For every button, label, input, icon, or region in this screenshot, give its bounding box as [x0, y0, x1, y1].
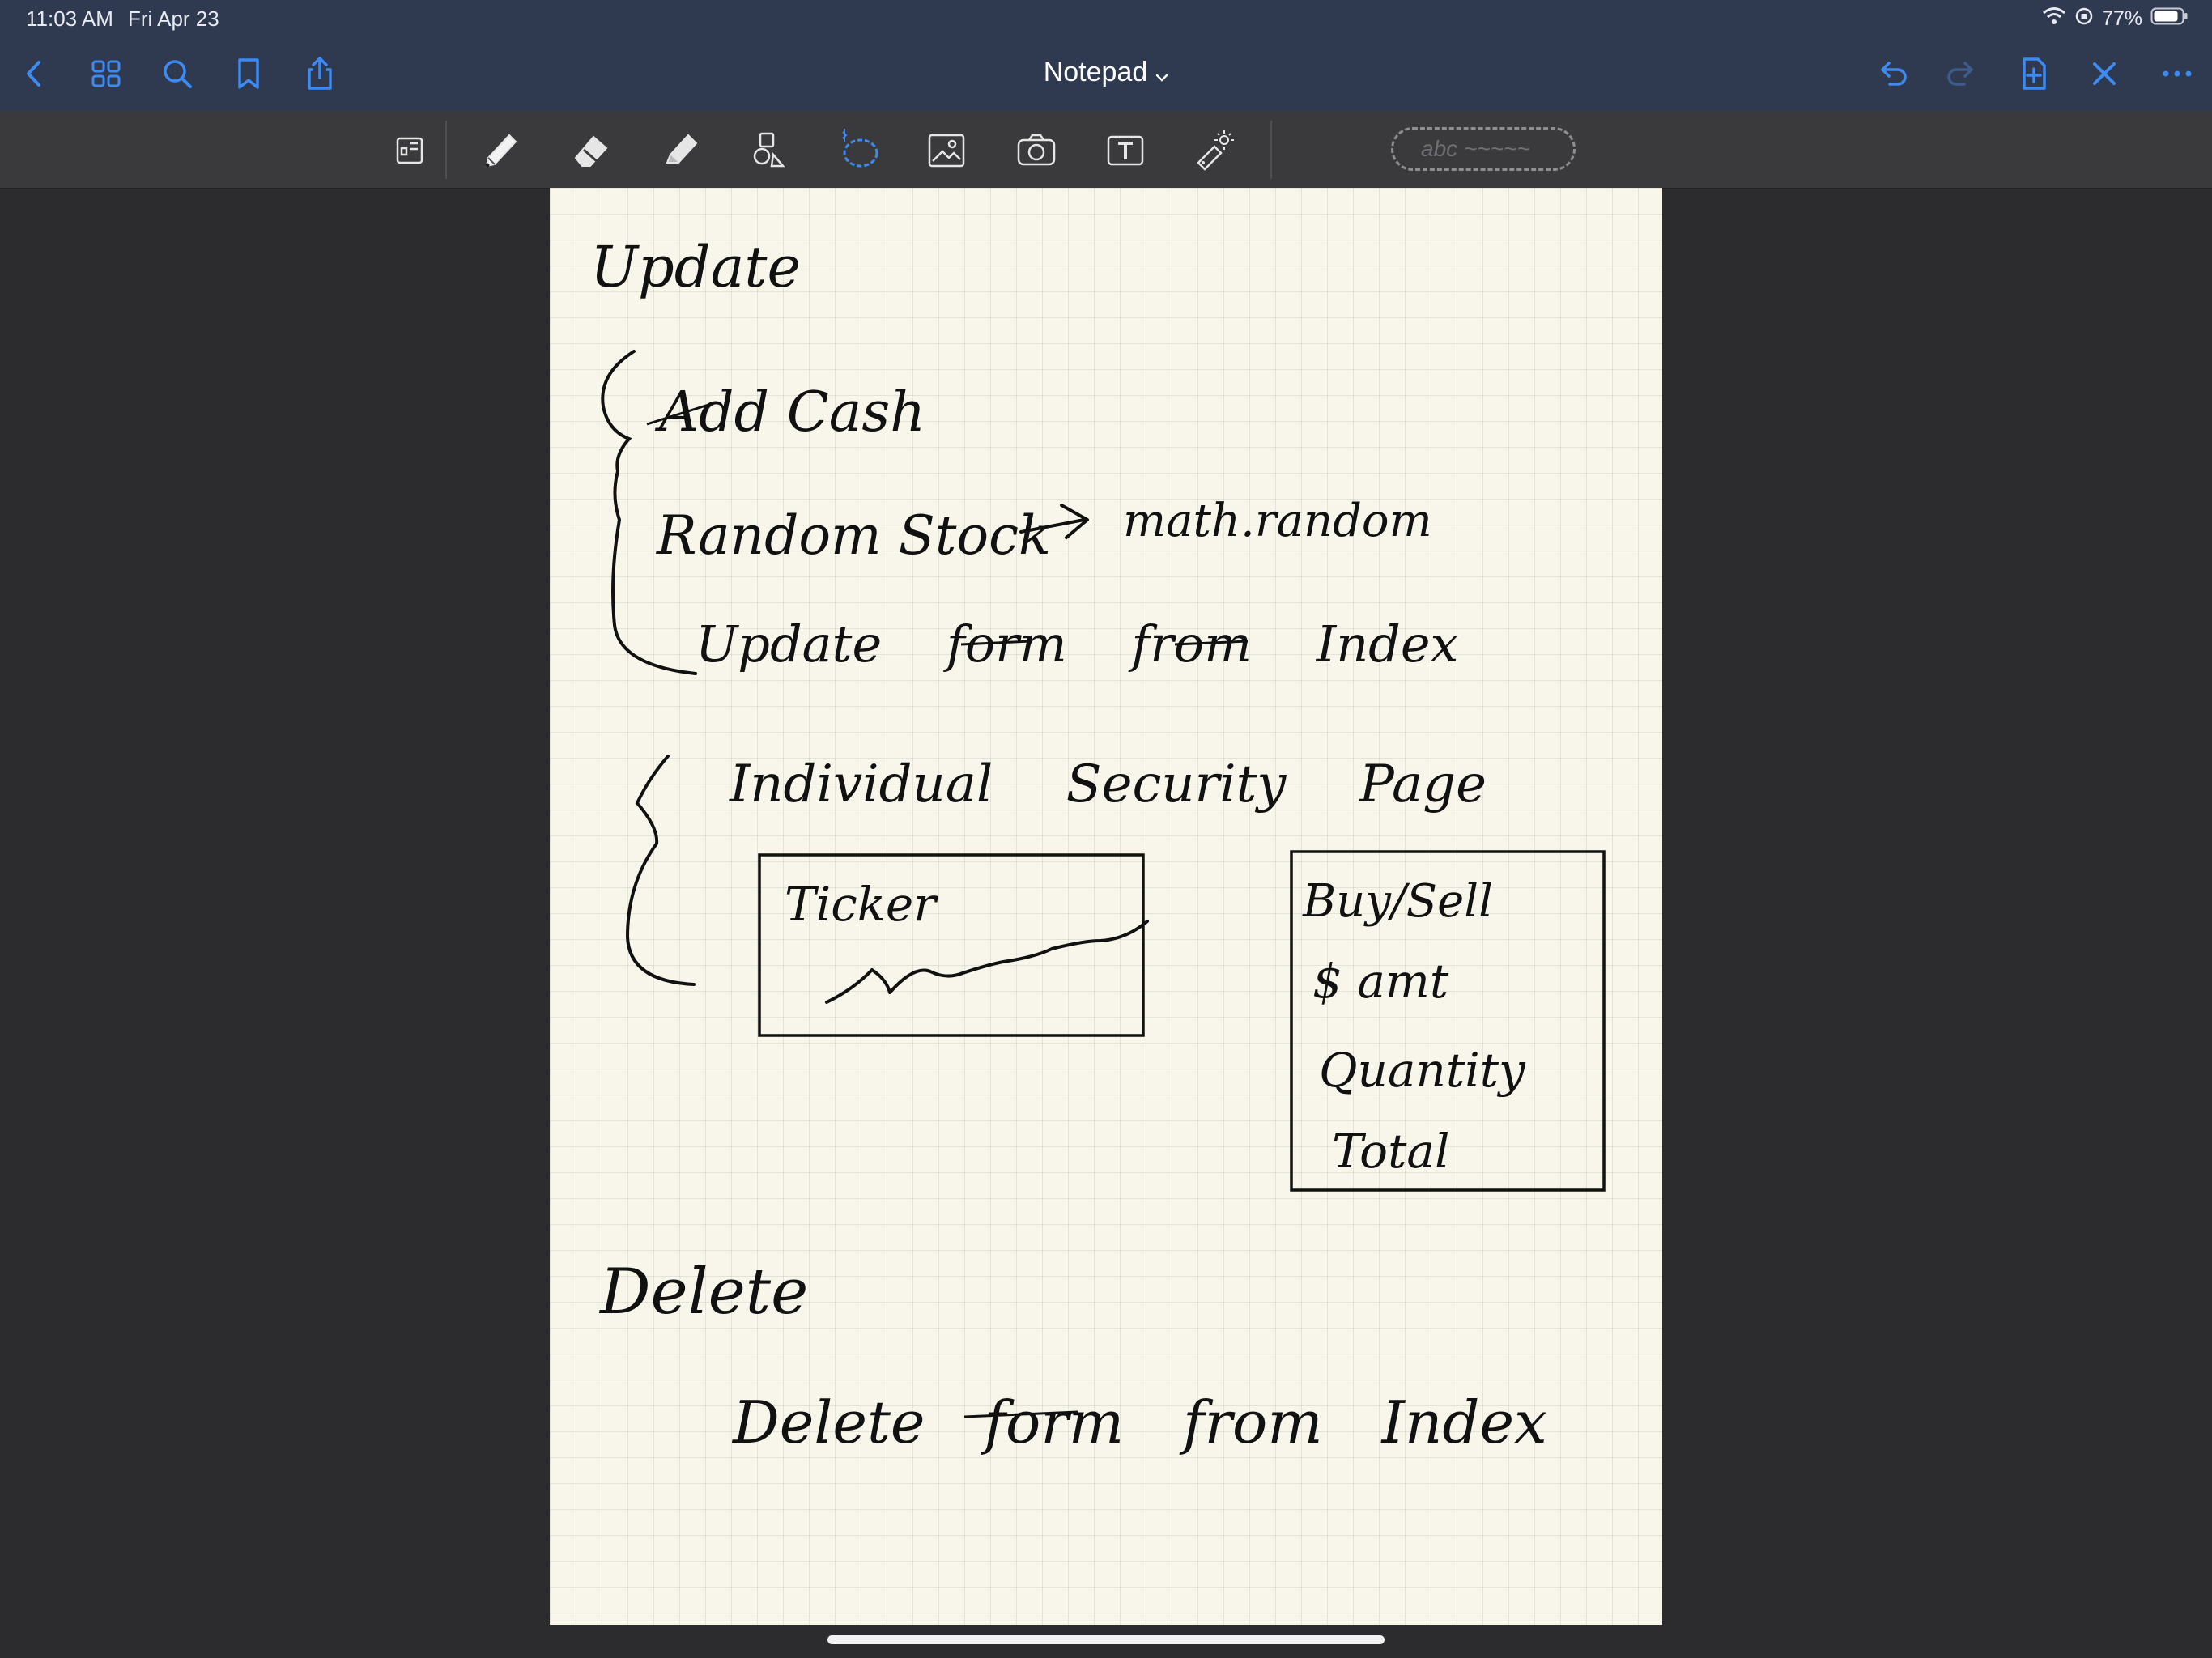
- battery-icon: [2150, 6, 2189, 32]
- bookmark-button[interactable]: [227, 52, 270, 96]
- grid-icon: [91, 60, 121, 87]
- image-icon: [928, 134, 965, 168]
- status-indicators: 77%: [2042, 5, 2189, 32]
- close-icon: [2093, 62, 2116, 85]
- add-page-icon: [2023, 57, 2046, 90]
- buy-sell-label: Buy/Sell: [1302, 875, 1493, 928]
- chevron-down-icon: [1155, 58, 1168, 90]
- toolbar-divider: [445, 121, 447, 179]
- pen-tool-button[interactable]: [474, 125, 526, 176]
- update-form-text: Update form from Index: [696, 614, 1459, 674]
- text-box-icon: [1107, 135, 1144, 166]
- ticker-sparkline: [825, 920, 1149, 1004]
- drawing-toolbar: [0, 111, 2212, 189]
- handwriting-recognition-field[interactable]: abc ~~~~~: [1391, 127, 1576, 171]
- total-label: Total: [1332, 1124, 1450, 1179]
- update-brace: [601, 350, 697, 675]
- amount-label: $ amt: [1312, 954, 1449, 1009]
- status-date: Fri Apr 23: [128, 6, 219, 31]
- shape-tool-button[interactable]: [743, 125, 795, 176]
- laser-pointer-button[interactable]: [1188, 125, 1240, 176]
- pen-icon: [485, 134, 517, 168]
- undo-button[interactable]: [1870, 52, 1914, 96]
- ticker-label: Ticker: [785, 877, 938, 932]
- bookmark-icon: [238, 58, 259, 89]
- document-title-menu[interactable]: Notepad: [1004, 57, 1208, 90]
- quantity-label: Quantity: [1319, 1043, 1526, 1098]
- security-brace: [625, 755, 696, 986]
- share-icon: [308, 57, 332, 90]
- note-page[interactable]: Update Add Cash Random Stock math.random…: [550, 188, 1662, 1625]
- wifi-icon: [2042, 6, 2066, 32]
- camera-tool-button[interactable]: [1010, 125, 1062, 176]
- handwritten-ink: Update Add Cash Random Stock math.random…: [590, 234, 1606, 1456]
- highlighter-icon: [666, 134, 698, 164]
- orientation-lock-icon: [2074, 6, 2094, 32]
- toolbar-divider: [1270, 121, 1272, 179]
- document-title: Notepad: [1043, 57, 1148, 87]
- delete-heading: Delete: [598, 1256, 808, 1329]
- random-stock-text: Random Stock: [656, 504, 1051, 567]
- arrow-icon: [1019, 504, 1089, 539]
- eraser-tool-button[interactable]: [565, 125, 617, 176]
- lasso-icon: [842, 129, 878, 168]
- chevron-left-icon: [27, 61, 40, 87]
- status-time: 11:03 AM: [26, 6, 113, 31]
- shapes-icon: [753, 132, 785, 168]
- math-random-text: math.random: [1123, 495, 1432, 547]
- battery-percent: 77%: [2101, 6, 2142, 30]
- search-icon: [164, 60, 192, 88]
- ellipsis-icon: [2163, 70, 2192, 77]
- back-button[interactable]: [13, 52, 57, 96]
- thumbnails-button[interactable]: [84, 52, 128, 96]
- top-navigation-bar: 11:03 AM Fri Apr 23 77% Notepad: [0, 0, 2212, 111]
- redo-icon: [1947, 62, 1973, 86]
- security-page-text: Individual Security Page: [729, 755, 1487, 814]
- strike-add: [646, 403, 709, 426]
- laser-pointer-icon: [1197, 130, 1234, 171]
- undo-icon: [1881, 62, 1907, 86]
- read-only-icon: [396, 137, 423, 164]
- trade-box: [1290, 850, 1606, 1192]
- image-tool-button[interactable]: [921, 125, 972, 176]
- ticker-box: [758, 853, 1145, 1037]
- highlighter-tool-button[interactable]: [655, 125, 707, 176]
- close-tools-button[interactable]: [2082, 52, 2126, 96]
- add-cash-text: Add Cash: [654, 380, 925, 444]
- strike-form: [960, 640, 1033, 646]
- read-only-mode-button[interactable]: [385, 125, 436, 176]
- delete-form-text: Delete form from Index: [731, 1388, 1547, 1456]
- update-heading: Update: [590, 234, 801, 300]
- camera-icon: [1017, 134, 1056, 166]
- add-page-button[interactable]: [2012, 52, 2056, 96]
- redo-button[interactable]: [1940, 52, 1984, 96]
- more-button[interactable]: [2155, 52, 2199, 96]
- strike-delete-form: [963, 1410, 1078, 1418]
- search-button[interactable]: [155, 52, 199, 96]
- eraser-icon: [574, 135, 608, 167]
- strike-from: [1174, 640, 1249, 646]
- home-indicator[interactable]: [827, 1635, 1385, 1644]
- text-tool-button[interactable]: [1100, 125, 1151, 176]
- share-button[interactable]: [298, 52, 342, 96]
- lasso-tool-button[interactable]: [832, 125, 884, 176]
